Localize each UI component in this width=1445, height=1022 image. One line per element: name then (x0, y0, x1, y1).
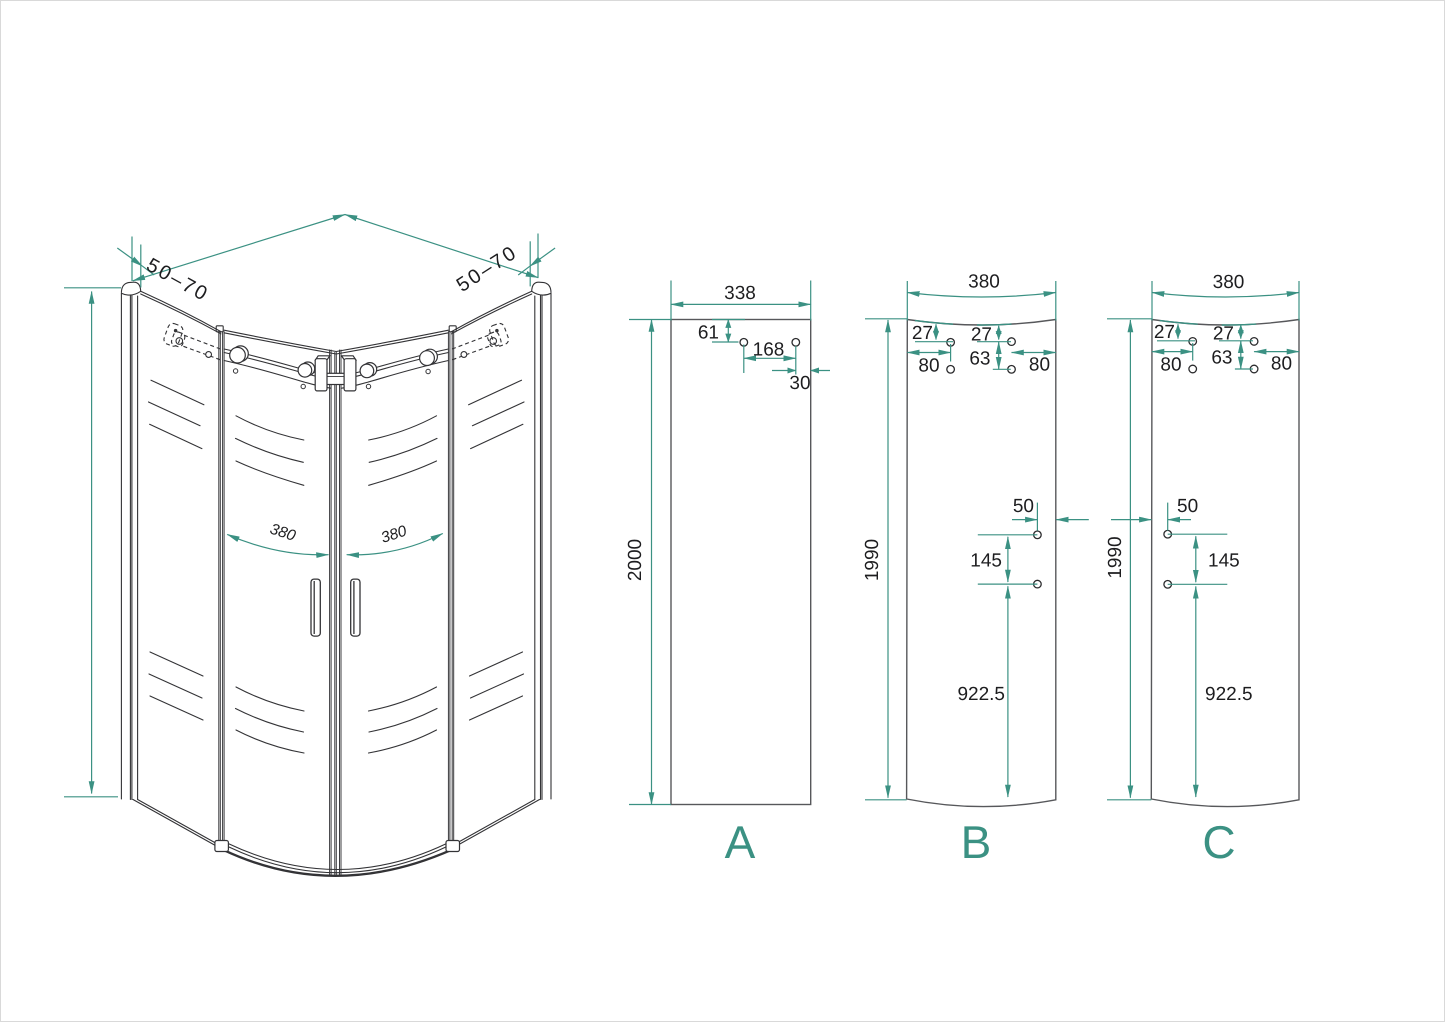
svg-text:1990: 1990 (862, 539, 883, 581)
svg-text:50: 50 (1013, 496, 1034, 517)
svg-text:30: 30 (789, 373, 810, 394)
svg-text:C: C (1202, 816, 1235, 868)
svg-text:380: 380 (968, 272, 1000, 293)
svg-text:338: 338 (724, 283, 756, 304)
svg-text:80: 80 (1029, 355, 1050, 376)
svg-text:63: 63 (969, 349, 990, 370)
svg-text:A: A (725, 816, 756, 868)
svg-text:80: 80 (1160, 355, 1181, 376)
svg-text:63: 63 (1211, 348, 1232, 369)
svg-text:145: 145 (970, 551, 1002, 572)
svg-text:168: 168 (753, 340, 785, 361)
svg-text:61: 61 (698, 323, 719, 344)
svg-text:922.5: 922.5 (957, 684, 1005, 705)
svg-text:27: 27 (912, 323, 933, 344)
svg-text:27: 27 (1154, 322, 1175, 343)
svg-text:922.5: 922.5 (1205, 684, 1253, 705)
svg-text:380: 380 (1213, 272, 1245, 293)
svg-text:B: B (961, 816, 992, 868)
svg-text:50: 50 (1177, 496, 1198, 517)
svg-text:27: 27 (971, 325, 992, 346)
svg-text:145: 145 (1208, 551, 1240, 572)
svg-text:2000: 2000 (625, 539, 646, 581)
svg-text:80: 80 (918, 356, 939, 377)
svg-text:1990: 1990 (1105, 536, 1126, 578)
svg-text:27: 27 (1213, 324, 1234, 345)
svg-text:80: 80 (1271, 354, 1292, 375)
